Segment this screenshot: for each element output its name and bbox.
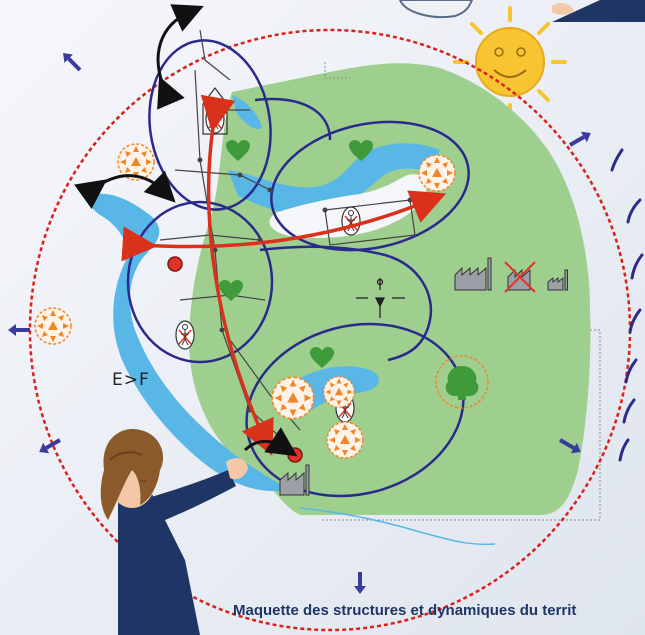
factory-icon: [504, 261, 536, 293]
east-west-label: E>F: [112, 370, 150, 390]
tree-icon: [435, 355, 489, 409]
second-person-hand: [552, 3, 574, 15]
radiating-pole-icon: [323, 376, 355, 408]
speech-bubble: [398, 0, 474, 18]
expansion-arrows: [8, 53, 591, 594]
black-flow-arrows: [74, 4, 298, 457]
radiating-pole-icon: [326, 421, 364, 459]
compass-rose-icon: [356, 278, 405, 318]
factory-icon: [454, 257, 492, 291]
diagram-caption: Maquette des structures et dynamiques du…: [233, 602, 577, 619]
presenter-hand: [226, 458, 248, 480]
radiating-pole-icon: [418, 154, 456, 192]
wind-marks: [610, 148, 644, 462]
resident-marker: [341, 206, 361, 236]
factory-icon: [279, 464, 310, 496]
hub-marker: [167, 256, 183, 272]
radiating-pole-icon: [271, 376, 315, 420]
resident-marker: [175, 320, 195, 350]
hub-marker: [287, 447, 303, 463]
presenter-figure: [100, 429, 248, 635]
second-person-arm: [552, 0, 645, 22]
radiating-pole-icon: [34, 307, 72, 345]
red-flow-arrows: [121, 94, 447, 456]
factory-icon: [547, 269, 568, 291]
